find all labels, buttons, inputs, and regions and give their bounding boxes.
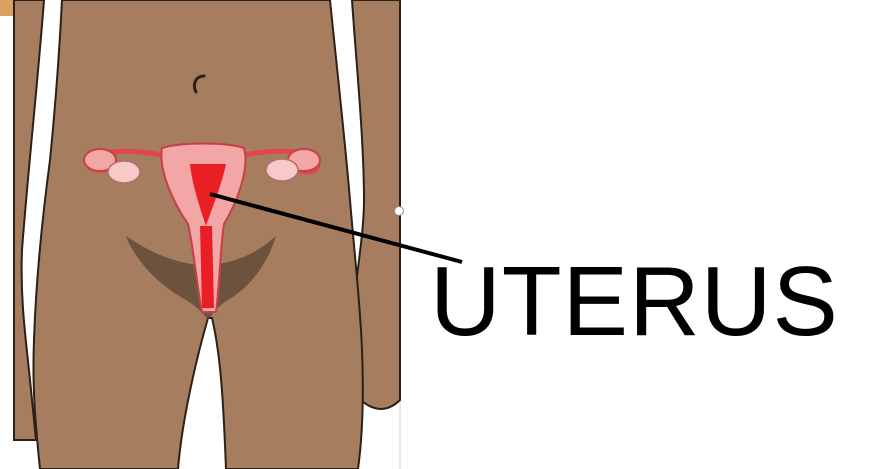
uterus-label: UTERUS [430,252,839,350]
circle-handle-icon[interactable] [394,206,404,216]
left-ovary [108,161,140,183]
vaginal-canal [200,226,214,308]
right-ovary [266,159,298,181]
